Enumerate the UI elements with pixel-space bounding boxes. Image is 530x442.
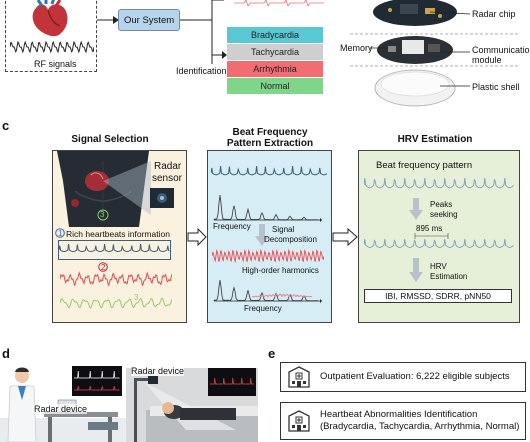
marker-2-icon xyxy=(98,262,108,272)
radar-sensor-label-2: sensor xyxy=(152,173,183,184)
rf-signal-waveform xyxy=(10,40,94,54)
beat-frequency-panel xyxy=(207,150,332,323)
torso-illustration xyxy=(57,151,151,227)
signal-selection-title: Signal Selection xyxy=(71,134,149,145)
identification-label: Identification xyxy=(176,66,227,76)
hospital-icon-1 xyxy=(288,366,310,388)
marker-3-label: 3 xyxy=(134,293,139,302)
panel-e-letter: e xyxy=(268,346,276,361)
rich-heartbeats-label: Rich heartbeats information xyxy=(66,229,170,239)
marker-2-label: 2 xyxy=(101,263,106,272)
abnormality-id-box xyxy=(280,402,526,440)
our-system-box xyxy=(118,9,180,31)
memory-label: Memory xyxy=(340,43,373,53)
frequency-label-1: Frequency xyxy=(213,222,251,231)
radar-chip-label: Radar chip xyxy=(472,9,516,19)
plastic-shell-label: Plastic shell xyxy=(472,82,520,92)
green-signal-waveform xyxy=(60,297,172,309)
class-arrhythmia: Arrhythmia xyxy=(227,61,323,77)
beat-pattern-waveform xyxy=(364,177,514,189)
class-tachycardia: Tachycardia xyxy=(227,44,323,60)
beat-frequency-pattern-label: Beat frequency pattern xyxy=(376,160,473,171)
mid-top-waveform xyxy=(211,166,327,176)
outpatient-eval-text: Outpatient Evaluation: 6,222 eligible su… xyxy=(320,371,510,382)
interval-label: 895 ms xyxy=(416,224,443,233)
arrow-left-to-mid xyxy=(187,228,207,246)
radar-sensor-label-1: Radar xyxy=(154,161,182,172)
seeking-label: seeking xyxy=(430,210,458,219)
signal-label: Signal xyxy=(272,225,295,234)
class-bradycardia: Bradycardia xyxy=(227,27,323,43)
estimation-label: Estimation xyxy=(430,272,468,281)
spectrum-plot-1 xyxy=(213,195,322,222)
hardware-exploded-view xyxy=(350,0,520,107)
interval-marker xyxy=(414,233,449,239)
class-normal: Normal xyxy=(227,78,323,94)
module-label: module xyxy=(472,55,502,65)
high-order-harmonics-label: High-order harmonics xyxy=(242,266,319,275)
red-signal-waveform xyxy=(60,271,172,287)
rf-signals-box xyxy=(5,0,97,72)
decomposition-down-arrow xyxy=(255,224,269,246)
clinical-scene-left xyxy=(0,362,126,442)
rich-signal-waveform xyxy=(59,244,170,253)
system-branch-lines xyxy=(180,0,227,64)
beat-frequency-title-1: Beat Frequency xyxy=(232,127,308,138)
outpatient-eval-box xyxy=(280,362,526,392)
radar-sensor-icon xyxy=(150,188,174,208)
marker-1-icon xyxy=(55,228,65,238)
abnormality-id-line2: (Bradycardia, Tachycardia, Arrhythmia, N… xyxy=(320,421,520,432)
rf-signals-label: RF signals xyxy=(34,59,77,69)
heart-illustration xyxy=(32,0,68,37)
hrv-estimation-arrow xyxy=(409,258,423,282)
peaks-waveform xyxy=(364,238,514,248)
panel-c-letter: c xyxy=(2,118,10,133)
hrv-estimation-title: HRV Estimation xyxy=(397,134,473,145)
abnormality-id-line1: Heartbeat Abnormalities Identification xyxy=(320,409,478,420)
hrv-label: HRV xyxy=(430,262,447,271)
radar-device-label-top: Radar device xyxy=(131,366,185,376)
marker-1-label: 1 xyxy=(58,229,63,238)
frequency-label-2: Frequency xyxy=(244,304,282,313)
decomposition-label: Decomposition xyxy=(264,235,317,244)
peaks-label: Peaks xyxy=(430,200,453,209)
radar-device-label-left: Radar device xyxy=(34,404,88,414)
beat-frequency-title-2: Pattern Extraction xyxy=(226,138,314,149)
rich-signal-box xyxy=(58,240,171,260)
arrow-mid-to-right xyxy=(332,228,358,246)
arrow-rf-to-system xyxy=(97,16,119,24)
cropped-top-trace xyxy=(234,0,324,6)
our-system-label: Our System xyxy=(124,15,175,26)
panel-d-letter: d xyxy=(2,346,10,361)
marker-3-on-torso: 3 xyxy=(100,210,105,219)
hrv-metrics-box: IBI, RMSSD, SDRR, pNN50 xyxy=(364,289,512,303)
clinical-scene-right xyxy=(126,368,258,442)
decomposed-red-waveform xyxy=(212,248,324,264)
peaks-seeking-arrow xyxy=(409,198,423,220)
communication-label: Communication xyxy=(472,45,530,55)
hospital-icon-2 xyxy=(288,410,310,432)
spectrum-plot-2 xyxy=(213,280,322,303)
